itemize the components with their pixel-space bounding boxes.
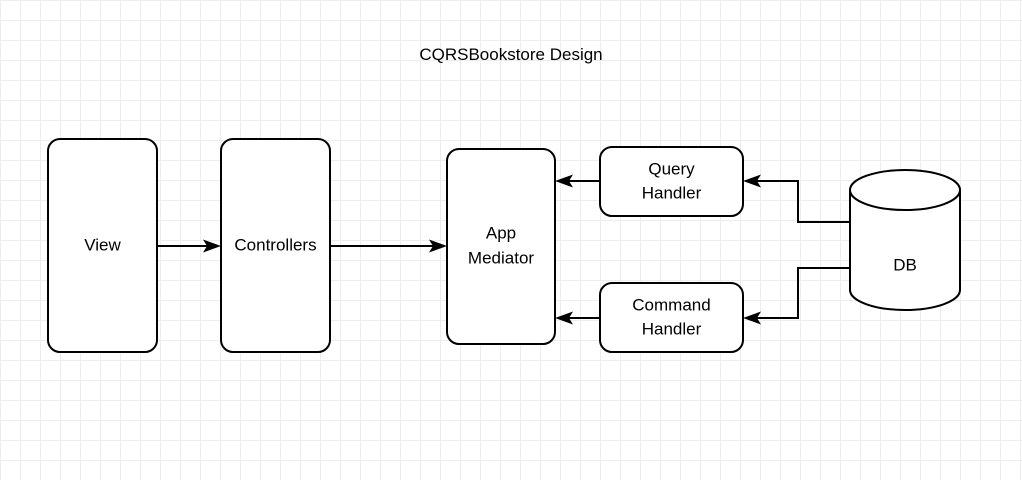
edge-db-to-query-handler[interactable]: [743, 174, 850, 223]
node-command-handler-label-line1: Command: [632, 295, 710, 314]
edge-db-to-command-handler-line: [755, 267, 850, 319]
node-app-mediator-label-line2: Mediator: [468, 248, 534, 267]
edge-command-handler-to-mediator-arrowhead: [555, 311, 573, 325]
node-db-body[interactable]: [849, 190, 961, 311]
node-query-handler-label-line2: Handler: [642, 183, 702, 202]
node-command-handler-shape[interactable]: [599, 282, 744, 353]
edge-db-to-command-handler[interactable]: [743, 267, 850, 325]
node-command-handler-label-line2: Handler: [642, 319, 702, 338]
node-app-mediator-shape[interactable]: [446, 148, 556, 345]
edge-db-to-query-handler-arrowhead: [743, 174, 761, 188]
edge-query-handler-to-mediator-arrowhead: [555, 174, 573, 188]
edge-view-to-controllers[interactable]: [157, 239, 221, 253]
node-controllers[interactable]: Controllers: [220, 138, 331, 353]
node-app-mediator-label-line1: App: [486, 223, 516, 242]
edge-controllers-to-mediator[interactable]: [330, 239, 447, 253]
edge-db-to-query-handler-line: [755, 180, 850, 223]
edge-controllers-to-mediator-arrowhead: [429, 239, 447, 253]
diagram-title: CQRSBookstore Design: [419, 45, 603, 64]
node-view[interactable]: View: [47, 138, 158, 353]
node-db-top-ellipse[interactable]: [849, 169, 961, 211]
node-controllers-label: Controllers: [234, 235, 316, 254]
node-view-label: View: [84, 235, 121, 254]
node-command-handler[interactable]: Command Handler: [599, 282, 744, 353]
edge-query-handler-to-mediator[interactable]: [555, 174, 600, 188]
node-app-mediator[interactable]: App Mediator: [446, 148, 556, 345]
node-db-label: DB: [893, 255, 917, 274]
node-query-handler-shape[interactable]: [599, 146, 744, 217]
node-query-handler[interactable]: Query Handler: [599, 146, 744, 217]
edge-db-to-command-handler-arrowhead: [743, 311, 761, 325]
edge-view-to-controllers-arrowhead: [203, 239, 221, 253]
edge-command-handler-to-mediator[interactable]: [555, 311, 600, 325]
node-query-handler-label-line1: Query: [648, 159, 695, 178]
node-db[interactable]: DB: [849, 169, 961, 311]
